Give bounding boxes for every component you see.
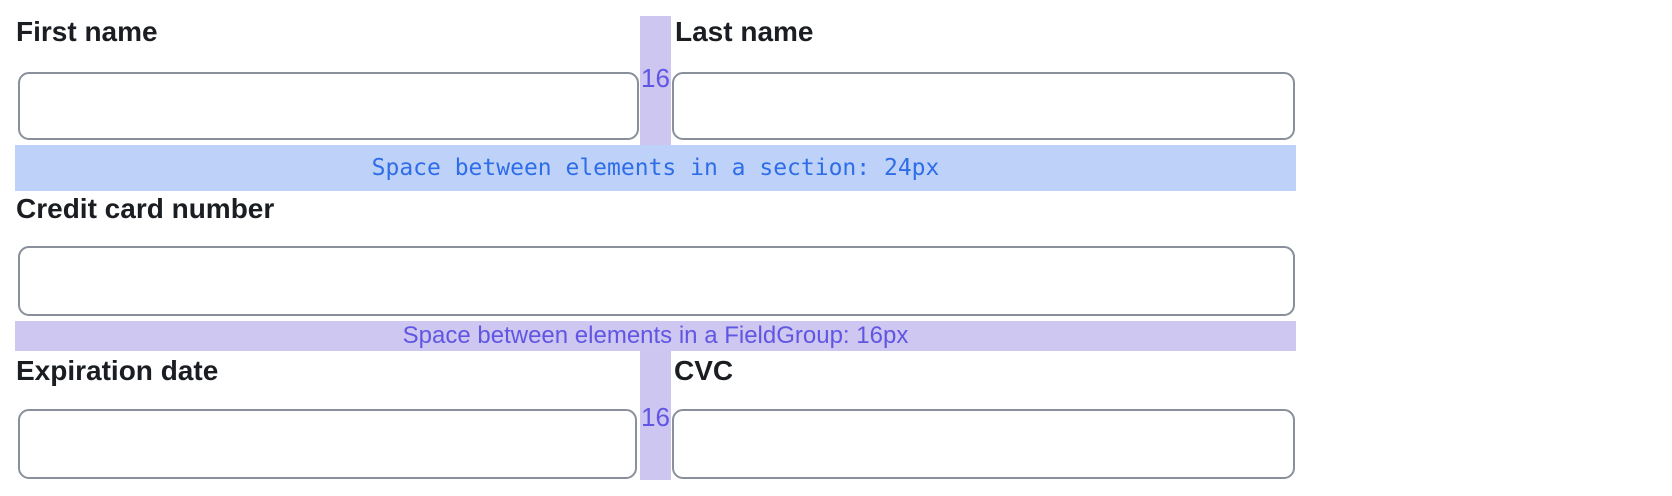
last-name-input[interactable] [672,72,1295,140]
card-number-input[interactable] [18,246,1295,316]
fieldgroup-spacing-banner-text: Space between elements in a FieldGroup: … [402,322,909,349]
first-name-input[interactable] [18,72,639,140]
card-number-label: Credit card number [16,193,275,224]
expiration-date-label: Expiration date [16,355,219,386]
fieldgroup-spacing-banner: Space between elements in a FieldGroup: … [15,321,1296,351]
last-name-label: Last name [675,16,814,47]
section-spacing-banner-text: Space between elements in a section: 24p… [371,155,940,181]
first-name-label: First name [16,16,158,47]
expiration-date-input[interactable] [18,409,637,479]
gap-indicator-row3 [640,351,671,480]
section-spacing-banner: Space between elements in a section: 24p… [15,145,1296,191]
gap-size-label-row1: 16 [641,63,670,93]
cvc-input[interactable] [672,409,1295,479]
gap-indicator-row1 [640,16,671,145]
cvc-label: CVC [674,355,734,386]
gap-size-label-row3: 16 [641,402,670,432]
